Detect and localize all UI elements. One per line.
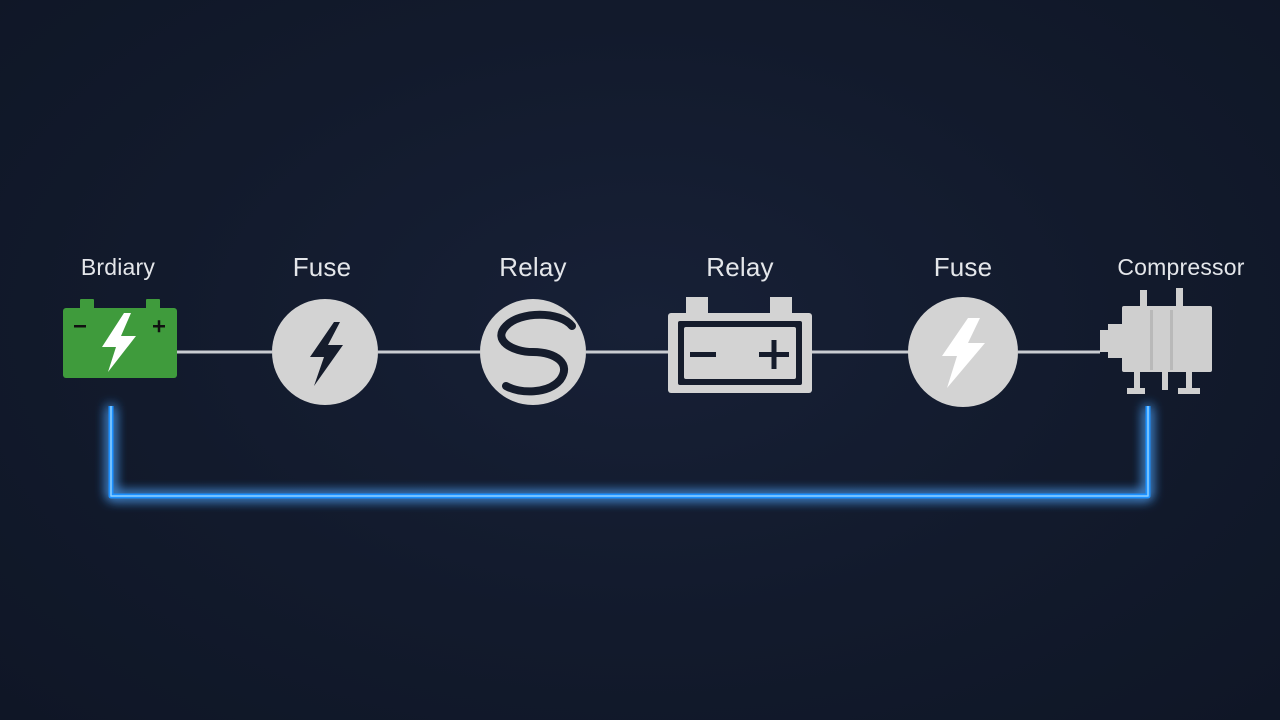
battery-icon — [63, 299, 177, 378]
label-relay-1: Relay — [499, 252, 567, 282]
ground-return-wire — [108, 406, 1151, 499]
relay-battery-outline-icon — [668, 297, 812, 393]
label-relay-2: Relay — [706, 252, 774, 282]
label-compressor: Compressor — [1117, 254, 1245, 280]
label-battery: Brdiary — [80, 254, 156, 280]
compressor-icon — [1100, 288, 1212, 394]
fuse-icon-1 — [272, 299, 378, 405]
label-fuse-2: Fuse — [933, 252, 993, 282]
relay-coil-icon — [480, 299, 586, 405]
fuse-icon-2 — [908, 297, 1018, 407]
label-fuse-1: Fuse — [292, 252, 352, 282]
